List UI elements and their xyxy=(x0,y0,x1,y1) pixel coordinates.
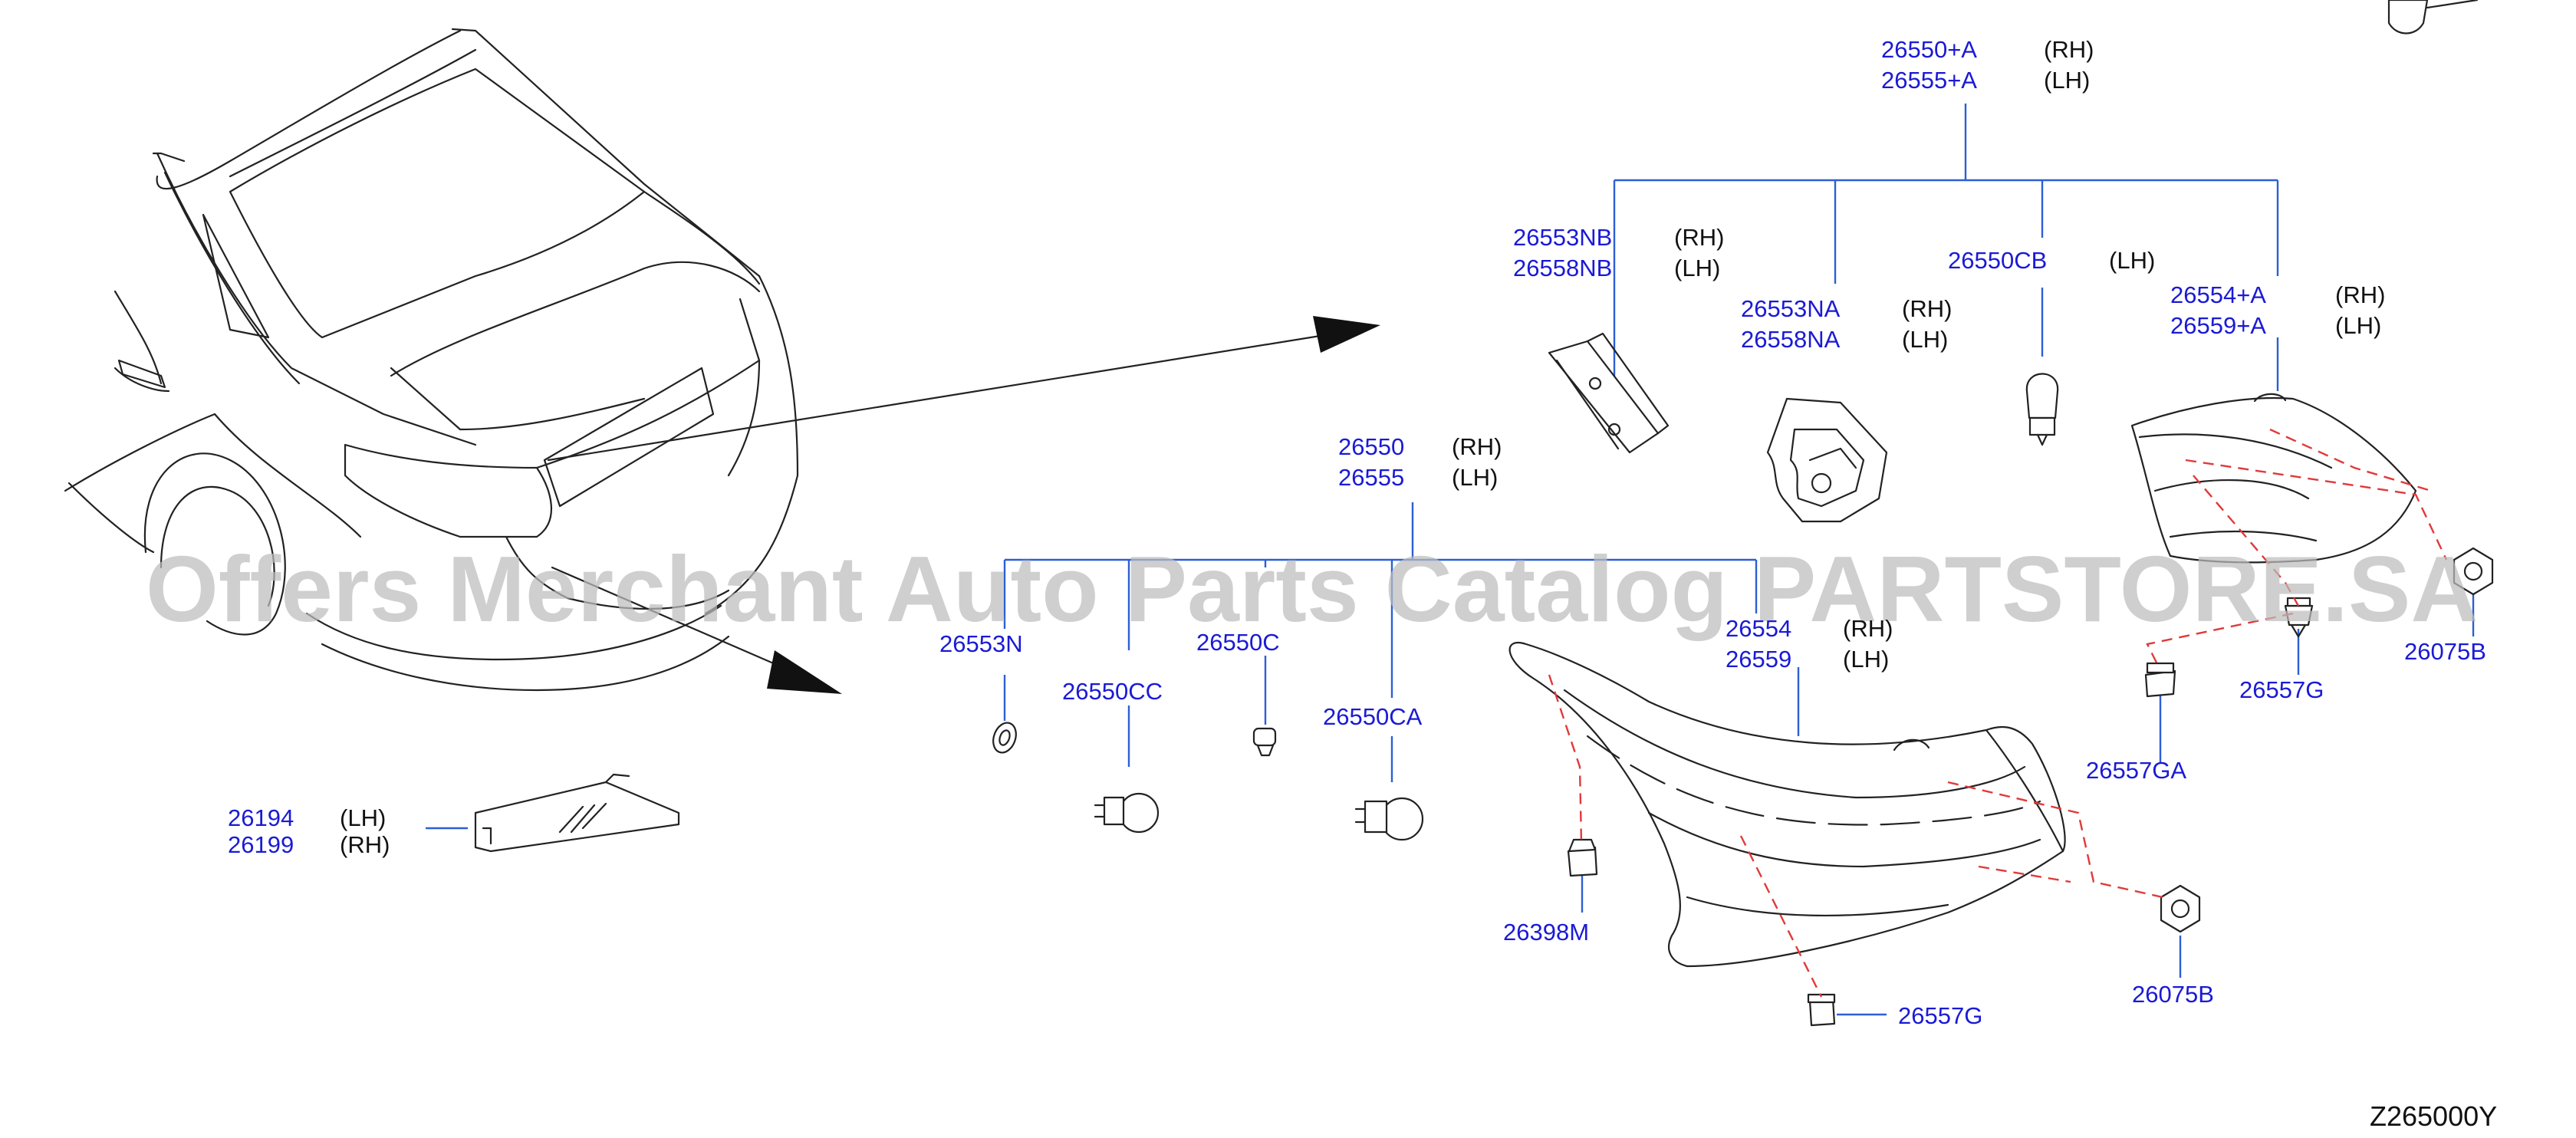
part-number[interactable]: 26558NA xyxy=(1741,326,1841,353)
clip-26557GA-icon xyxy=(2144,662,2176,698)
part-number[interactable]: 26194 xyxy=(228,804,294,831)
part-number[interactable]: 26550 xyxy=(1338,433,1404,460)
part-number[interactable]: 26075B xyxy=(2404,638,2486,665)
fastener-dashed-lines xyxy=(1548,428,2448,998)
side-label: (LH) xyxy=(2335,312,2381,339)
combination-lamp-26554-icon xyxy=(1508,642,2066,968)
leader-lines xyxy=(426,104,2475,1016)
clip-26557G-upper-icon xyxy=(2284,597,2314,638)
part-number[interactable]: 26559 xyxy=(1726,646,1791,673)
clip-26398M-icon xyxy=(1567,838,1598,877)
arrow-lower-icon xyxy=(767,650,842,694)
part-number[interactable]: 26553NA xyxy=(1741,295,1841,322)
side-label: (RH) xyxy=(2335,281,2385,308)
side-label: (LH) xyxy=(340,804,386,831)
side-label: (LH) xyxy=(2109,247,2155,274)
part-number[interactable]: 26550CA xyxy=(1323,703,1423,730)
bulb-26550CC-icon xyxy=(1094,792,1160,834)
side-label: (RH) xyxy=(1674,224,1724,251)
arrow-upper-icon xyxy=(1313,316,1380,353)
part-number[interactable]: 26553NB xyxy=(1513,224,1612,251)
side-label: (LH) xyxy=(1843,646,1889,673)
gasket-26553NA-icon xyxy=(1766,397,1888,523)
part-number[interactable]: 26398M xyxy=(1503,919,1589,946)
nut-26075B-upper-icon xyxy=(2453,547,2494,596)
inner-lamp-26554A-icon xyxy=(2130,393,2417,564)
bulb-26550CA-icon xyxy=(1354,797,1424,841)
part-number[interactable]: 26550CB xyxy=(1948,247,2047,274)
part-number[interactable]: 26557GA xyxy=(2086,757,2186,784)
side-label: (LH) xyxy=(1674,255,1720,281)
bulb-26550CB-icon xyxy=(2025,373,2059,446)
part-number[interactable]: 26555 xyxy=(1338,464,1404,491)
part-number-labels: 26550+A 26555+A (RH) (LH) 26553NB 26558N… xyxy=(228,36,2486,1029)
part-number[interactable]: 26554 xyxy=(1726,615,1791,642)
side-label: (LH) xyxy=(2044,67,2090,94)
socket-partial-icon xyxy=(2387,0,2479,35)
part-number[interactable]: 26075B xyxy=(2132,981,2214,1008)
watermark-text: Offers Merchant Auto Parts Catalog PARTS… xyxy=(146,537,2478,641)
side-label: (LH) xyxy=(1902,326,1948,353)
side-marker-lamp-26194-icon xyxy=(474,773,680,853)
part-number[interactable]: 26550+A xyxy=(1881,36,1977,63)
socket-ring-26553N-icon xyxy=(992,722,1017,754)
bracket-26553NB-icon xyxy=(1548,332,1670,454)
clip-26557G-lower-icon xyxy=(1807,993,1836,1027)
nut-26075B-lower-icon xyxy=(2160,884,2201,933)
part-number[interactable]: 26199 xyxy=(228,831,294,858)
side-label: (LH) xyxy=(1452,464,1498,491)
part-number[interactable]: 26554+A xyxy=(2170,281,2266,308)
part-number[interactable]: 26550CC xyxy=(1062,678,1163,705)
bulb-26550C-icon xyxy=(1252,727,1277,757)
side-label: (RH) xyxy=(2044,36,2094,63)
diagram-code: Z265000Y xyxy=(2370,1100,2497,1132)
pointer-arrows xyxy=(547,316,1380,694)
part-number[interactable]: 26559+A xyxy=(2170,312,2266,339)
part-number[interactable]: 26550C xyxy=(1196,629,1280,656)
side-label: (RH) xyxy=(1902,295,1952,322)
part-number[interactable]: 26557G xyxy=(2239,676,2324,703)
part-drawings xyxy=(474,0,2494,1027)
part-number[interactable]: 26558NB xyxy=(1513,255,1612,281)
side-label: (RH) xyxy=(1843,615,1893,642)
part-number[interactable]: 26557G xyxy=(1898,1002,1982,1029)
side-label: (RH) xyxy=(1452,433,1502,460)
part-number[interactable]: 26555+A xyxy=(1881,67,1977,94)
side-label: (RH) xyxy=(340,831,390,858)
part-number[interactable]: 26553N xyxy=(939,630,1023,657)
